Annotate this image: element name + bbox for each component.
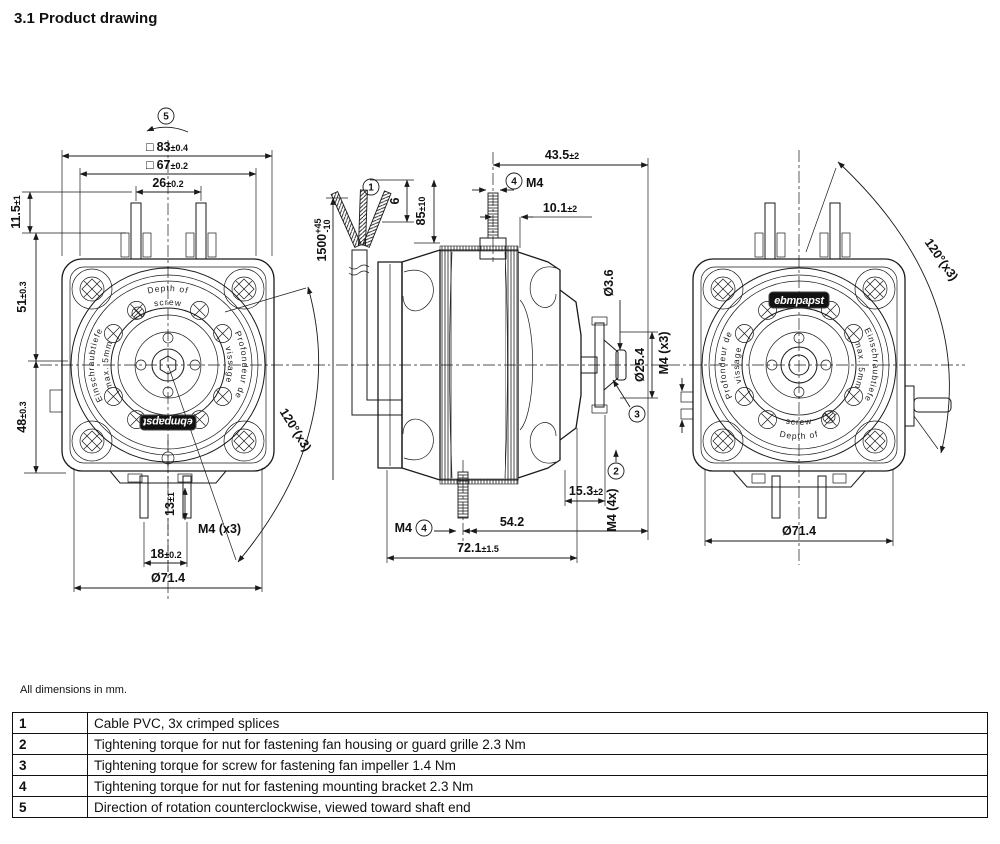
rear-depth-en-2: screw	[785, 416, 812, 427]
side-view: 1 1500+45-10 6 85±10 43.5±2 4	[313, 148, 668, 563]
rear-side-tabs	[680, 391, 694, 420]
note-text: Cable PVC, 3x crimped splices	[87, 712, 988, 734]
svg-text:1: 1	[368, 183, 374, 194]
dim-51-label: 51±0.3	[15, 281, 29, 312]
dim-3-6-label: Ø3.6	[602, 269, 616, 296]
front-depth-de-2: max. 5mm	[100, 339, 113, 391]
svg-text:Depth of: Depth of	[779, 429, 820, 442]
svg-text:screw: screw	[153, 297, 183, 309]
note-number: 4	[12, 775, 88, 797]
front-top-studs	[120, 202, 217, 260]
svg-text:max. 5mm: max. 5mm	[852, 339, 866, 391]
front-shaft-bore	[151, 348, 185, 382]
side-cable	[330, 189, 403, 416]
front-dimensions: □83±0.4 □67±0.2 26±0.2 11.5±1 51±0.3 4	[9, 140, 320, 592]
callout-4-bottom: M4 4	[395, 519, 433, 537]
dim-54-2-label: 54.2	[500, 515, 524, 529]
svg-text:2: 2	[613, 467, 619, 478]
dim-11-5-label: 11.5±1	[9, 195, 23, 229]
rear-brand-logo: ebmpapst	[768, 291, 830, 309]
note-number: 3	[12, 754, 88, 776]
dim-18-label: 18±0.2	[150, 547, 181, 561]
dimensions-note: All dimensions in mm.	[20, 684, 127, 696]
rear-depth-fr-1: Profondeur de	[717, 329, 733, 400]
dim-48-label: 48±0.3	[15, 401, 29, 432]
note-text: Direction of rotation counterclockwise, …	[87, 796, 988, 818]
dim-25-4-label: Ø25.4	[633, 348, 647, 382]
svg-text:screw: screw	[785, 416, 813, 427]
technical-drawing: Depth of screw Profondeur de vissage Ein…	[9, 107, 965, 600]
dim-72-1-label: 72.1±1.5	[457, 541, 499, 555]
dim-120-front-label: 120°(x3)	[277, 406, 314, 454]
note-text: Tightening torque for nut for fastening …	[87, 733, 988, 755]
note-text: Tightening torque for screw for fastenin…	[87, 754, 988, 776]
front-view: Depth of screw Profondeur de vissage Ein…	[9, 107, 330, 600]
callout-1: 1	[362, 178, 380, 196]
svg-text:max. 5mm: max. 5mm	[100, 339, 114, 391]
svg-text:vissage: vissage	[223, 345, 236, 384]
dim-m4x3-rear-label: M4 (x3)	[657, 331, 671, 374]
dim-71-4-front-label: Ø71.4	[151, 571, 185, 585]
note-text: Tightening torque for nut for fastening …	[87, 775, 988, 797]
front-hex-center	[159, 355, 177, 375]
dim-m4x3-front-label: M4 (x3)	[198, 522, 241, 536]
side-dimensions: 1500+45-10 6 85±10 43.5±2 4 M4	[313, 148, 658, 563]
rear-depth-en-1: Depth of	[779, 429, 819, 442]
note-number: 5	[12, 796, 88, 818]
svg-text:5: 5	[163, 112, 169, 123]
table-row: 2 Tightening torque for nut for fastenin…	[12, 733, 988, 755]
dim-15-3-label: 15.3±2	[569, 484, 603, 498]
page-title: 3.1 Product drawing	[14, 10, 158, 27]
front-depth-en-1: Depth of	[146, 283, 189, 296]
rear-hub	[780, 346, 818, 384]
dim-m4-bottom-label: M4	[395, 521, 412, 535]
dim-m4-top-label: M4	[526, 176, 543, 190]
dim-10-1-label: 10.1±2	[543, 201, 577, 215]
notes-table: 1 Cable PVC, 3x crimped splices 2 Tighte…	[12, 712, 988, 818]
dim-13-label: 13±1	[163, 492, 177, 516]
rear-depth-fr-2: vissage	[731, 345, 743, 384]
svg-text:3: 3	[634, 410, 640, 421]
svg-text:4: 4	[421, 524, 427, 535]
rear-top-studs	[754, 202, 851, 260]
table-row: 3 Tightening torque for screw for fasten…	[12, 754, 988, 776]
dim-71-4-rear-label: Ø71.4	[782, 524, 816, 538]
rear-shaft	[904, 385, 952, 427]
dim-83-label: □83±0.4	[146, 140, 188, 154]
rear-bottom-studs	[732, 470, 866, 519]
front-face-screws	[104, 301, 232, 429]
rear-depth-de-2: max. 5mm	[852, 339, 865, 391]
dim-6-label: 6	[388, 197, 402, 204]
table-row: 1 Cable PVC, 3x crimped splices	[12, 712, 988, 734]
callout-3: 3	[612, 379, 646, 423]
front-brand-logo: ebmpapst	[139, 414, 197, 431]
dim-120-rear-label: 120°(x3)	[922, 236, 961, 283]
table-row: 4 Tightening torque for nut for fastenin…	[12, 775, 988, 797]
dim-67-label: □67±0.2	[146, 158, 188, 172]
table-row: 5 Direction of rotation counterclockwise…	[12, 796, 988, 818]
callout-5: 5	[146, 107, 189, 133]
ccw-arrow-icon	[146, 125, 189, 133]
svg-text:ebmpapst: ebmpapst	[774, 295, 825, 307]
dim-43-5-label: 43.5±2	[545, 148, 579, 162]
dim-26-label: 26±0.2	[152, 176, 183, 190]
note-number: 1	[12, 712, 88, 734]
svg-text:vissage: vissage	[731, 345, 744, 384]
svg-text:4: 4	[511, 177, 517, 188]
side-bottom-stud	[457, 471, 469, 519]
svg-text:Profondeur de: Profondeur de	[717, 329, 734, 400]
note-number: 2	[12, 733, 88, 755]
svg-text:ebmpapst: ebmpapst	[142, 416, 193, 428]
svg-text:Depth of: Depth of	[146, 283, 190, 296]
front-depth-fr-2: vissage	[223, 345, 235, 384]
side-motor-body	[377, 245, 582, 485]
front-depth-en-2: screw	[153, 297, 182, 309]
front-left-tab	[49, 389, 63, 413]
dim-85-label: 85±10	[414, 197, 428, 226]
dim-1500-label: 1500+45-10	[313, 218, 332, 261]
callout-4-top: 4 M4	[505, 172, 543, 190]
rear-view: Depth of screw Profondeur de vissage Ein…	[657, 150, 965, 565]
dim-m4-4x-label: M4 (4x)	[605, 488, 619, 531]
callout-2: 2 M4 (4x)	[605, 449, 625, 532]
